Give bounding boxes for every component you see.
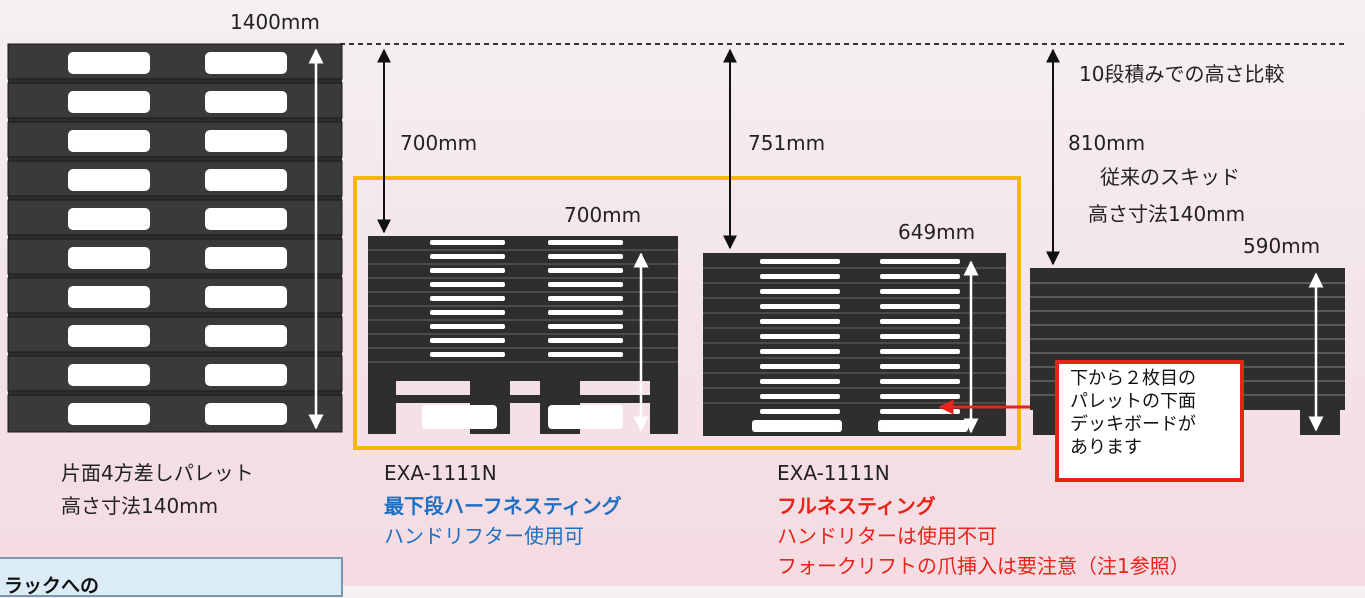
callout-box: 下から２枚目の パレットの下面 デッキボードが あります <box>1055 360 1244 482</box>
height-label-1400: 1400mm <box>230 10 320 34</box>
stack-label-649: 649mm <box>898 220 976 244</box>
pallet3-note2: フォークリフトの爪挿入は要注意（注1参照） <box>777 554 1190 578</box>
gap-label-751: 751mm <box>748 131 826 155</box>
pallet3-feature: フルネスティング <box>777 494 936 518</box>
highlight-box <box>353 176 1021 450</box>
gap-label-810: 810mm <box>1068 131 1146 155</box>
pallet3-model: EXA-1111N <box>777 461 890 485</box>
pallet2-note: ハンドリフター使用可 <box>384 524 584 548</box>
pallet2-model: EXA-1111N <box>384 461 497 485</box>
callout-line1: 下から２枚目の <box>1070 368 1196 389</box>
callout-line2: パレットの下面 <box>1070 391 1196 412</box>
stack-label-700: 700mm <box>564 203 642 227</box>
pallet2-feature: 最下段ハーフネスティング <box>384 494 622 518</box>
conventional-line1: 従来のスキッド <box>1100 165 1240 189</box>
comparison-note: 10段積みでの高さ比較 <box>1079 62 1285 86</box>
pallet1-caption-line2: 高さ寸法140mm <box>61 494 219 518</box>
stacked-pallets-1400 <box>7 43 343 433</box>
stacked-pallets-full-nesting <box>703 253 1055 436</box>
pallet3-note1: ハンドリターは使用不可 <box>777 524 997 548</box>
rack-note-label: ラックへの <box>4 575 100 597</box>
callout-line4: あります <box>1070 437 1142 458</box>
stack-label-590: 590mm <box>1243 234 1321 258</box>
pallet1-caption-line1: 片面4方差しパレット <box>61 461 254 485</box>
stacked-pallets-half-nesting <box>368 236 678 434</box>
callout-line3: デッキボードが <box>1070 414 1196 435</box>
gap-label-700: 700mm <box>400 131 478 155</box>
rack-note-box: ラックへの <box>0 557 343 597</box>
conventional-line2: 高さ寸法140mm <box>1088 202 1246 226</box>
diagram-canvas <box>7 43 1345 450</box>
